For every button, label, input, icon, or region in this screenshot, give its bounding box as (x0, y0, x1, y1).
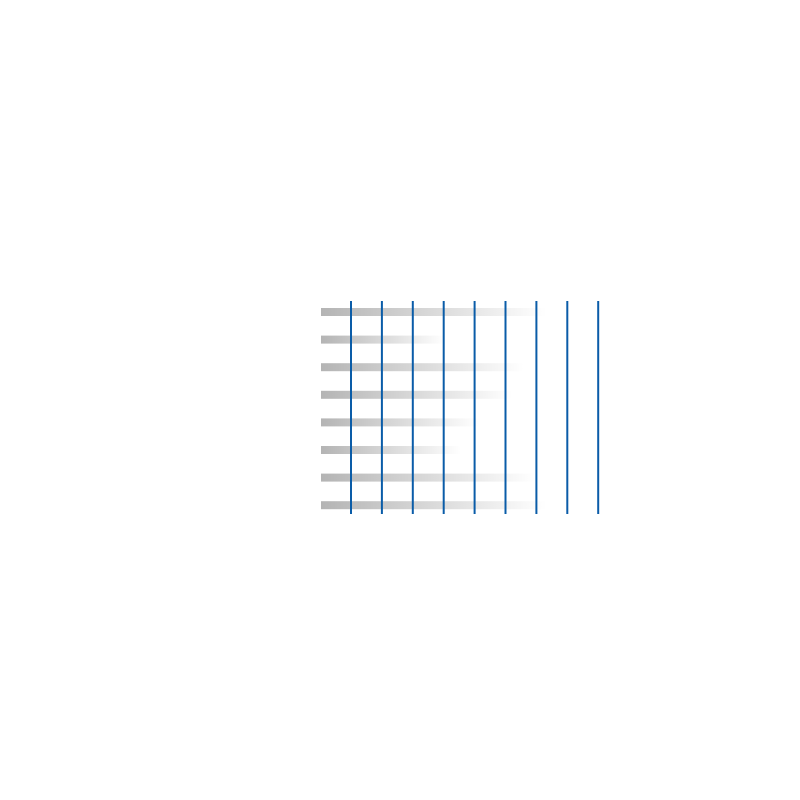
gradient-bar (321, 390, 513, 399)
gradient-bar (321, 501, 546, 510)
vertical-lines (350, 301, 600, 514)
gradient-bars (321, 308, 546, 510)
gradient-bar (321, 308, 546, 316)
gradient-bar (321, 418, 479, 427)
gradient-bar (321, 473, 535, 482)
gradient-bar (321, 446, 461, 454)
gradient-bar (321, 363, 524, 372)
